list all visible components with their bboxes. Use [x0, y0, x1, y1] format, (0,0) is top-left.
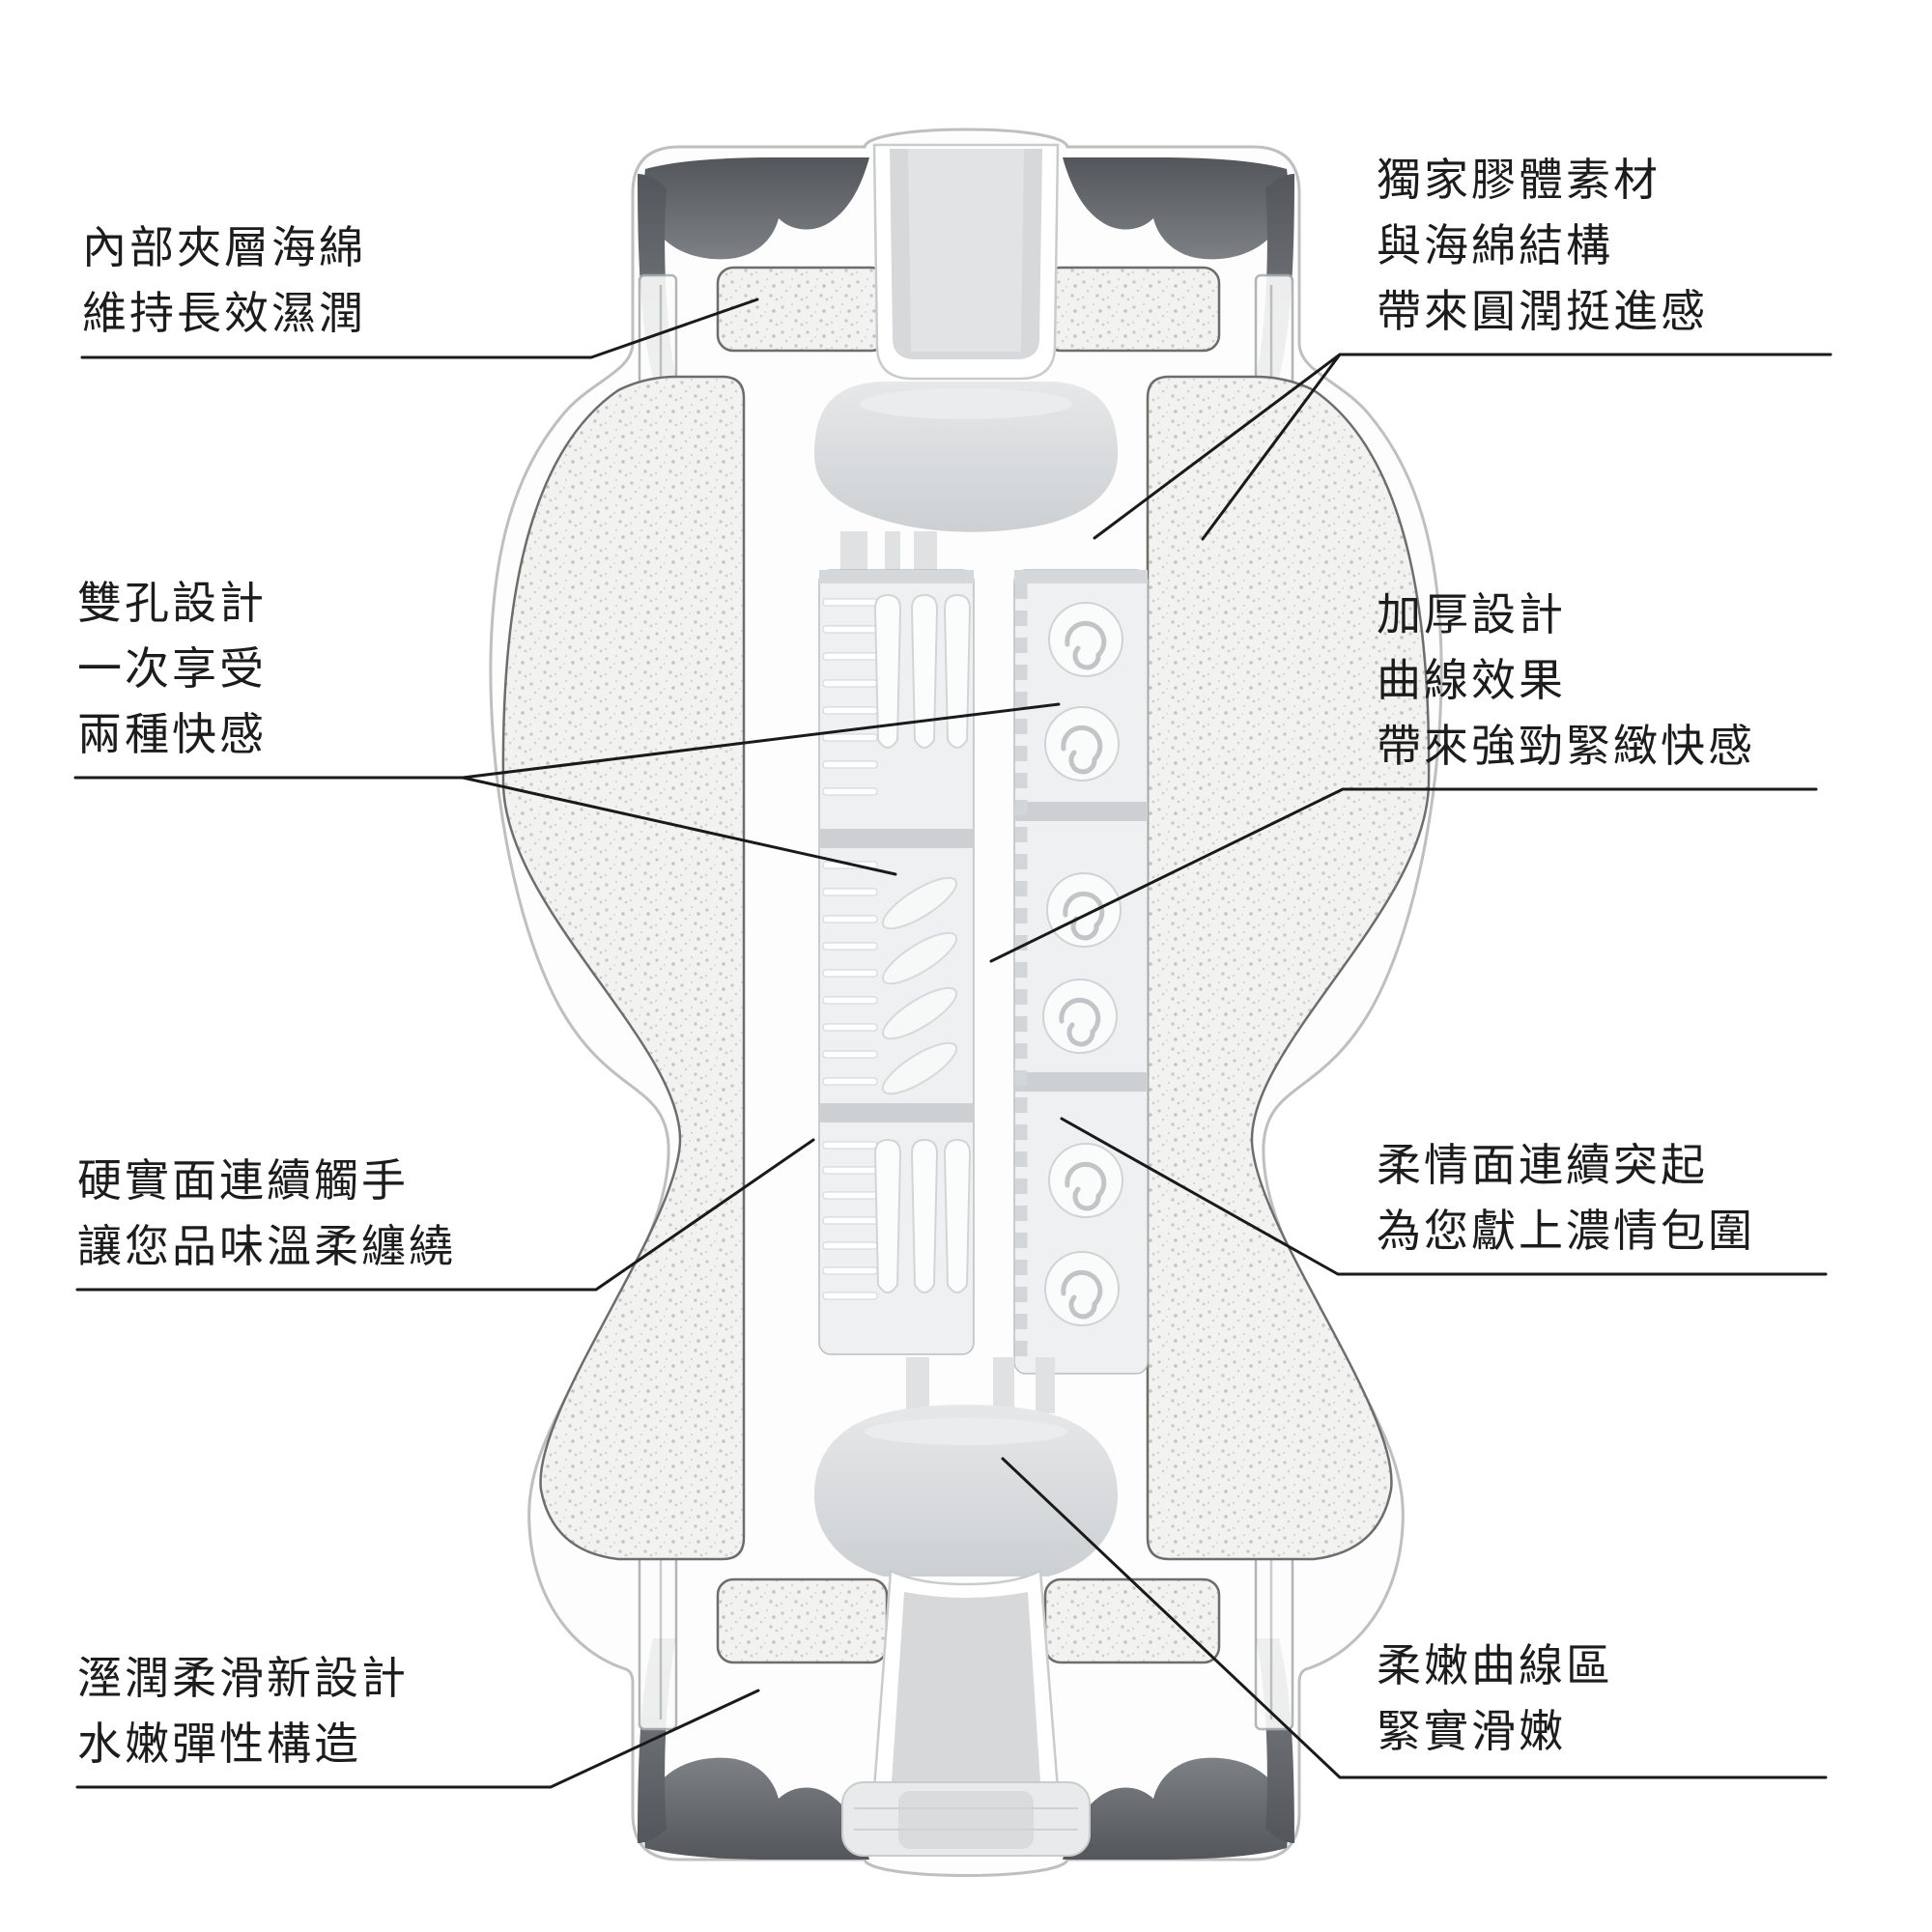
callout-line: 曲線效果 [1377, 655, 1566, 705]
callout-moist-design: 溼潤柔滑新設計 水嫩彈性構造 [77, 1645, 409, 1776]
callout-curve-zone: 柔嫩曲線區 緊實滑嫩 [1377, 1633, 1613, 1764]
callout-line: 維持長效濕潤 [82, 288, 366, 338]
callout-line: 柔情面連續突起 [1377, 1140, 1708, 1190]
callout-thick-design: 加厚設計 曲線效果 帶來強勁緊緻快感 [1377, 582, 1755, 779]
sponge-column-left [501, 375, 746, 1561]
texture-column-soft [1013, 569, 1149, 1375]
callout-line: 溼潤柔滑新設計 [77, 1653, 409, 1703]
tentacle-fingers-lower [874, 1139, 971, 1293]
leader-dual-hole-2 [461, 776, 897, 876]
callout-line: 硬實面連續觸手 [77, 1155, 409, 1206]
callout-line: 獨家膠體素材 [1377, 155, 1661, 205]
rib-stack-middle [822, 861, 878, 1086]
callout-soft-side: 柔情面連續突起 為您獻上濃情包圍 [1377, 1132, 1755, 1264]
callout-line: 帶來強勁緊緻快感 [1377, 721, 1755, 771]
sponge-block-bottom-right [1043, 1577, 1221, 1664]
callout-line: 一次享受 [77, 643, 267, 694]
sponge-block-top-right [1043, 266, 1221, 353]
callout-line: 為您獻上濃情包圍 [1377, 1206, 1755, 1256]
leader-firm-side [75, 1138, 815, 1292]
callout-line: 內部夾層海綿 [82, 222, 366, 272]
leader-lines [73, 298, 1833, 1789]
sponge-block-top-left [716, 266, 889, 353]
sponge-block-bottom-left [716, 1577, 889, 1664]
callout-line: 讓您品味溫柔纏繞 [77, 1221, 456, 1271]
callout-line: 柔嫩曲線區 [1377, 1640, 1613, 1690]
leader-thick-design [989, 787, 1818, 963]
funnel-core-top [908, 149, 1024, 352]
insertion-port-top [814, 143, 1118, 582]
callout-line: 緊實滑嫩 [1377, 1706, 1566, 1756]
spiral-rope [881, 876, 958, 1095]
callout-line: 加厚設計 [1377, 589, 1566, 639]
leader-soft-side [1060, 1117, 1828, 1276]
sponge-layers [501, 266, 1431, 1664]
texture-column-firm [818, 569, 975, 1355]
sponge-column-right [1146, 375, 1431, 1561]
callout-line: 與海綿結構 [1377, 220, 1613, 270]
callout-line: 雙孔設計 [77, 578, 267, 628]
leader-inner-sponge [80, 298, 759, 359]
callout-firm-side: 硬實面連續觸手 讓您品味溫柔纏繞 [77, 1148, 456, 1279]
core-pillars-bottom [906, 1357, 1055, 1413]
callout-inner-sponge: 內部夾層海綿 維持長效濕潤 [82, 214, 366, 346]
leader-gel-material-2 [1201, 353, 1342, 541]
dome-top [814, 382, 1118, 532]
insertion-port-bottom [814, 1357, 1118, 1857]
leader-moist-design [75, 1689, 760, 1789]
leader-curve-zone [1001, 1457, 1828, 1779]
callout-line: 帶來圓潤挺進感 [1377, 286, 1708, 336]
callout-line: 兩種快感 [77, 709, 267, 759]
callout-line: 水嫩彈性構造 [77, 1719, 361, 1769]
callout-gel-material: 獨家膠體素材 與海綿結構 帶來圓潤挺進感 [1377, 147, 1708, 344]
callout-dual-hole: 雙孔設計 一次享受 兩種快感 [77, 570, 267, 767]
funnel-interior-bottom [892, 1592, 1040, 1782]
dome-bottom [814, 1405, 1118, 1577]
